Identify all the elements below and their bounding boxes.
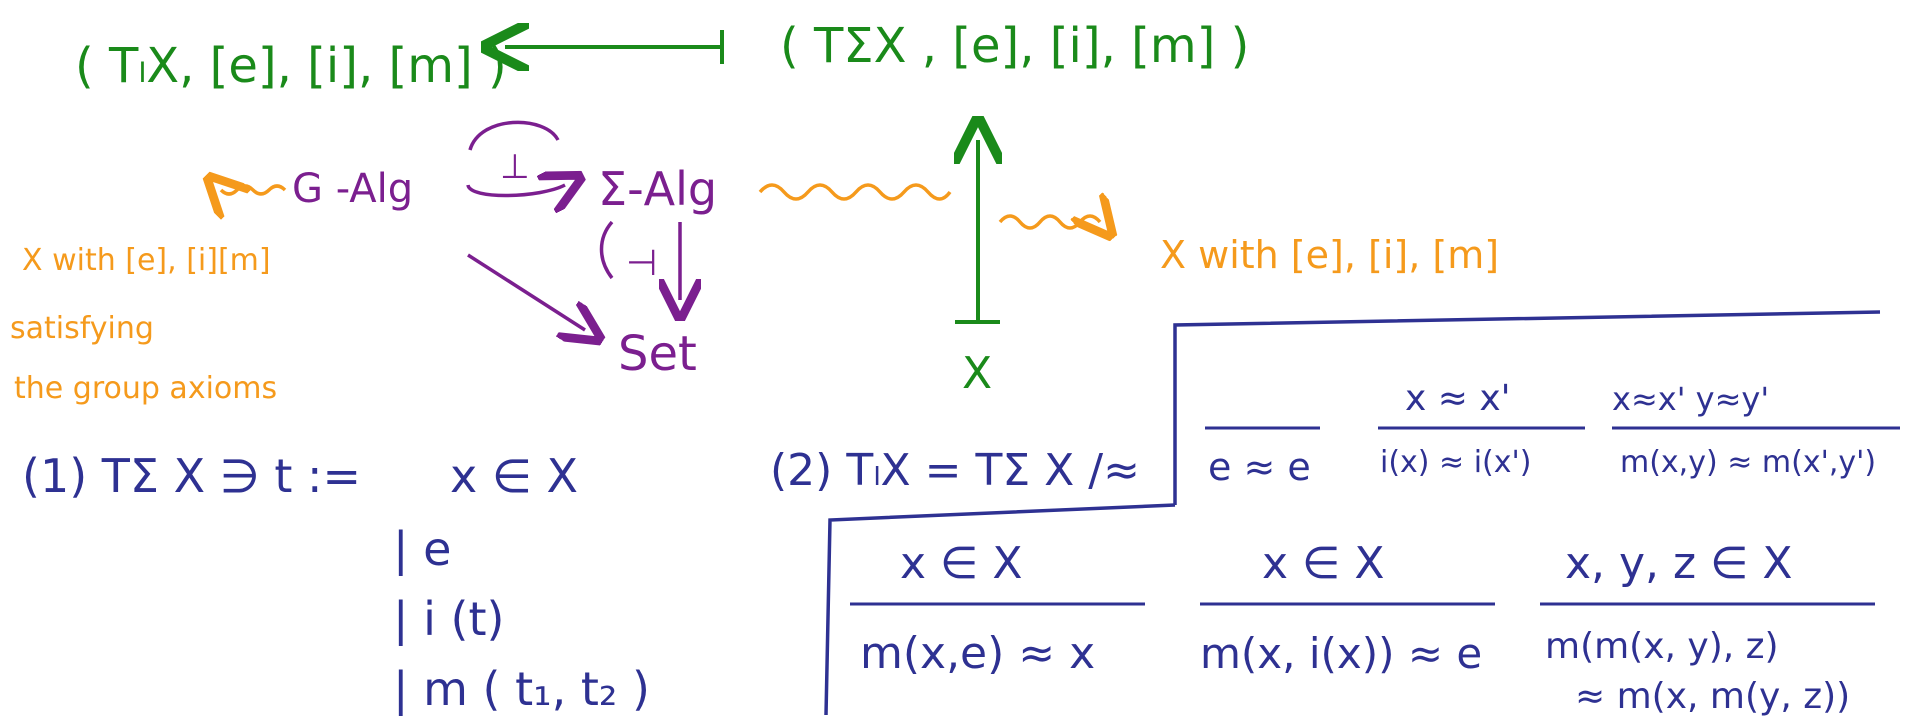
adjoint-symbol-top: ⊥ — [500, 147, 530, 187]
free-group-tuple: ( TₗX, [e], [i], [m] ) — [75, 38, 507, 94]
set-category: Set — [618, 326, 697, 382]
quotient-label: (2) TₗX = TΣ X /≈ — [770, 445, 1140, 496]
rule-top-1-num: x ≈ x' — [1405, 378, 1511, 419]
grammar-alt-0: x ∈ X — [450, 449, 578, 503]
forget-galg-set-arrow — [467, 253, 585, 330]
squiggle-right-1 — [758, 183, 952, 201]
left-note-line3: the group axioms — [14, 371, 277, 406]
rule-top-0-den: e ≈ e — [1208, 445, 1311, 489]
grammar-alt-2: | i (t) — [393, 592, 504, 647]
grammar-lead: (1) TΣ X ∋ t := — [22, 449, 361, 503]
rule-top-2-den: m(x,y) ≈ m(x',y') — [1620, 445, 1876, 480]
right-note: X with [e], [i], [m] — [1160, 233, 1499, 277]
rule-bottom-2-den: m(m(x, y), z) — [1545, 626, 1779, 667]
rule-bottom-0-den: m(x,e) ≈ x — [860, 628, 1095, 679]
sigma-algebras: Σ-Alg — [598, 162, 717, 216]
grammar-alt-3: | m ( t₁, t₂ ) — [393, 662, 650, 717]
rules-box-lines — [824, 310, 1881, 716]
term-construction-arrow — [955, 140, 1000, 324]
free-functor-arrow — [505, 30, 724, 64]
rule-bottom-0-num: x ∈ X — [900, 538, 1022, 589]
rule-bottom-2-num: x, y, z ∈ X — [1565, 538, 1793, 589]
squiggle-left — [221, 186, 287, 194]
rules-bottom: x ∈ X m(x,e) ≈ x x ∈ X m(x, i(x)) ≈ e x,… — [850, 538, 1875, 717]
rule-top-2-num: x≈x' y≈y' — [1612, 380, 1769, 418]
adjunction-sigma-set — [599, 220, 681, 300]
rule-bottom-2-den2: ≈ m(x, m(y, z)) — [1575, 676, 1850, 717]
left-note-line1: X with [e], [i][m] — [22, 243, 271, 278]
generator-set-x: X — [962, 348, 992, 399]
grammar-alt-1: | e — [393, 522, 451, 577]
rule-bottom-1-den: m(x, i(x)) ≈ e — [1200, 629, 1482, 678]
rules-top: e ≈ e x ≈ x' i(x) ≈ i(x') x≈x' y≈y' m(x,… — [1205, 378, 1900, 489]
term-tuple: ( TΣX , [e], [i], [m] ) — [780, 18, 1249, 74]
group-algebras: G -Alg — [292, 166, 413, 212]
squiggle-right-2 — [998, 216, 1100, 228]
left-note-line2: satisfying — [10, 311, 154, 346]
rule-top-1-den: i(x) ≈ i(x') — [1380, 445, 1531, 480]
rule-bottom-1-num: x ∈ X — [1262, 538, 1384, 589]
adjoint-symbol-right: ⊣ — [626, 243, 657, 284]
adjunction-galg-sigma — [466, 120, 565, 195]
